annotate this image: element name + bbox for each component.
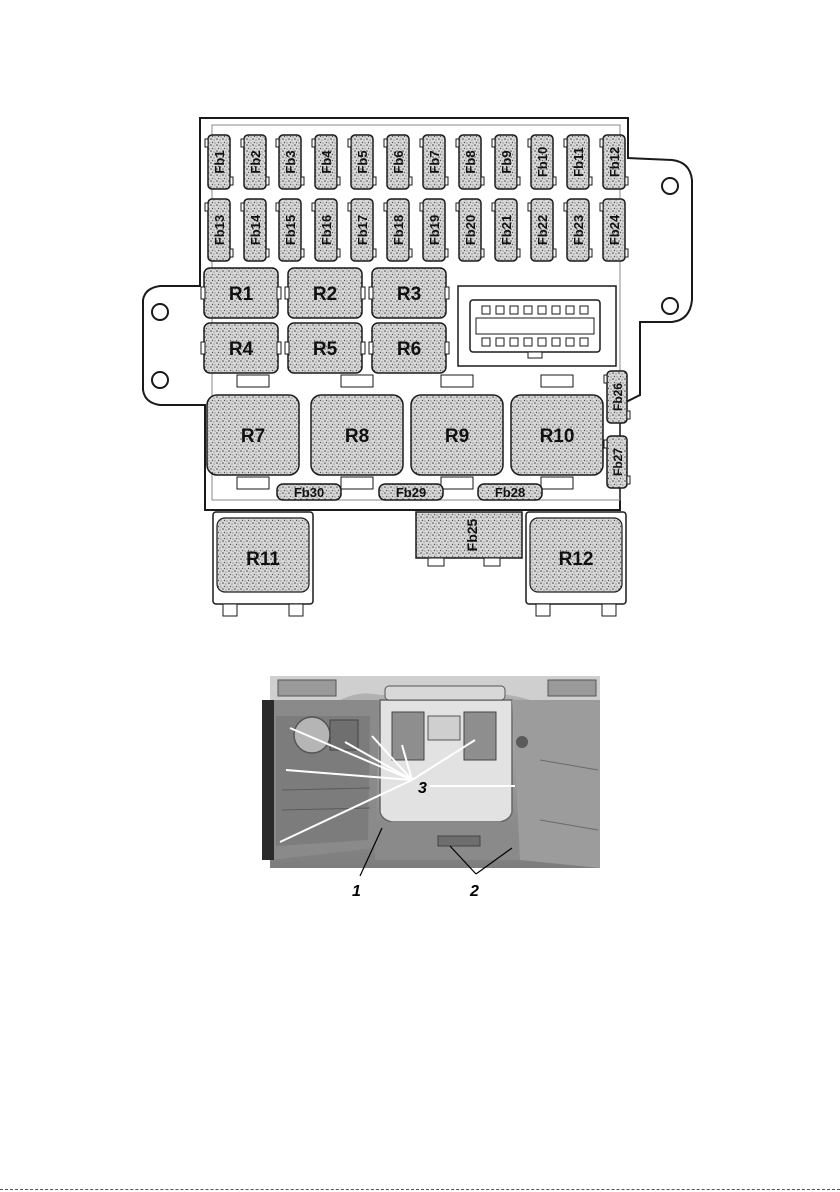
page-bottom-rule	[0, 1189, 840, 1190]
installation-photo: 3 1 2	[0, 0, 840, 920]
callout-2: 2	[469, 883, 479, 900]
callout-1: 1	[352, 883, 361, 900]
callout-3: 3	[418, 780, 427, 797]
